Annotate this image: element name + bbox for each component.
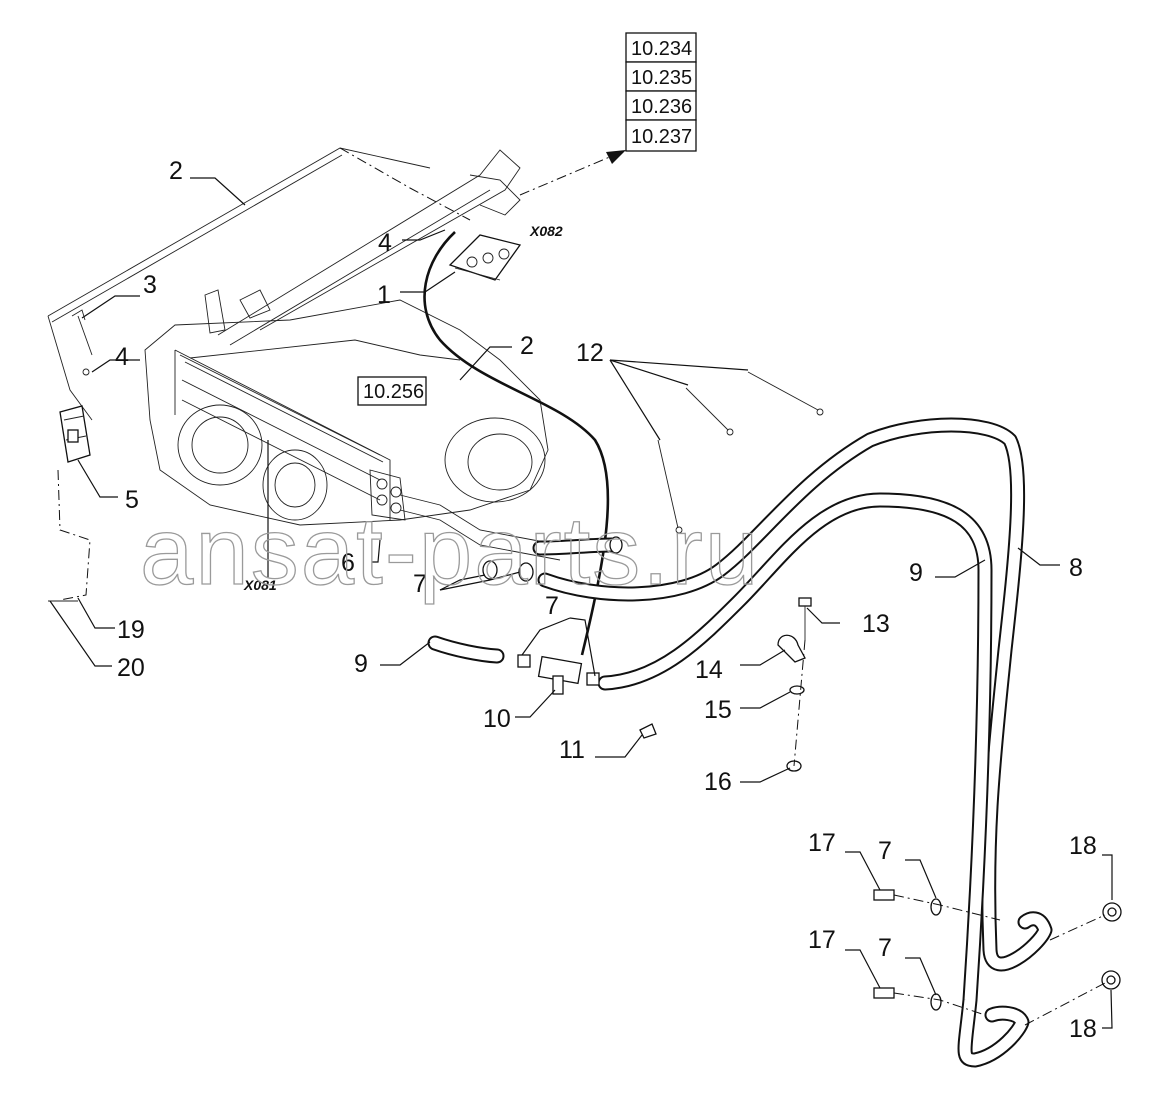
callout-7-right-upper: 7	[878, 837, 892, 865]
callout-17-lower: 17	[808, 926, 836, 954]
ref-10-235[interactable]: 10.235	[631, 67, 692, 89]
callout-4-top: 4	[378, 229, 392, 257]
ref-10-256[interactable]: 10.256	[363, 381, 424, 403]
control-rods	[657, 371, 824, 534]
callout-5: 5	[125, 486, 139, 514]
ref-10-236[interactable]: 10.236	[631, 96, 692, 118]
heater-blower-unit	[144, 299, 611, 561]
callout-14: 14	[695, 656, 723, 684]
callout-18-upper: 18	[1069, 832, 1097, 860]
callout-4-left: 4	[115, 343, 129, 371]
callout-9-left: 9	[354, 650, 368, 678]
callout-13: 13	[862, 610, 890, 638]
callout-9-right: 9	[909, 559, 923, 587]
callout-19: 19	[117, 616, 145, 644]
callout-18-lower: 18	[1069, 1015, 1097, 1043]
heater-hoses	[427, 417, 1053, 1068]
callout-11: 11	[559, 736, 585, 764]
callout-7-upper: 7	[413, 570, 427, 598]
callout-3: 3	[143, 271, 157, 299]
arrow-to-reference	[519, 150, 626, 196]
callout-12: 12	[576, 339, 604, 367]
callout-17-upper: 17	[808, 829, 836, 857]
watermark: ansat-parts.ru	[140, 498, 760, 605]
air-duct-assembly	[47, 147, 521, 421]
callout-16: 16	[704, 768, 732, 796]
callout-15: 15	[704, 696, 732, 724]
callout-7-right-lower: 7	[878, 934, 892, 962]
callout-7-valve: 7	[545, 592, 559, 620]
hose-clamps	[482, 536, 942, 1011]
connector-x082: X082	[529, 223, 563, 239]
callout-8: 8	[1069, 554, 1083, 582]
water-valve	[517, 654, 600, 695]
callout-10: 10	[483, 705, 511, 733]
callout-leaders	[49, 177, 1113, 1029]
ref-10-234[interactable]: 10.234	[631, 38, 692, 60]
callout-labels: 2 4 1 2 3 4 5 6 7 7 12 8 9 9 10 11 13 14…	[115, 157, 1097, 1043]
reference-stack[interactable]: 10.234 10.235 10.236 10.237	[625, 32, 697, 152]
ref-box-unit[interactable]: 10.256	[357, 376, 427, 406]
fasteners	[639, 597, 1122, 1026]
callout-2-cable: 2	[520, 332, 534, 360]
callout-6: 6	[341, 549, 355, 577]
connector-x081: X081	[243, 577, 277, 593]
callout-20: 20	[117, 654, 145, 682]
ref-10-237[interactable]: 10.237	[631, 126, 692, 148]
callout-2-top: 2	[169, 157, 183, 185]
control-module	[448, 234, 522, 281]
callout-1: 1	[377, 281, 391, 309]
left-switch-assembly	[48, 309, 93, 602]
